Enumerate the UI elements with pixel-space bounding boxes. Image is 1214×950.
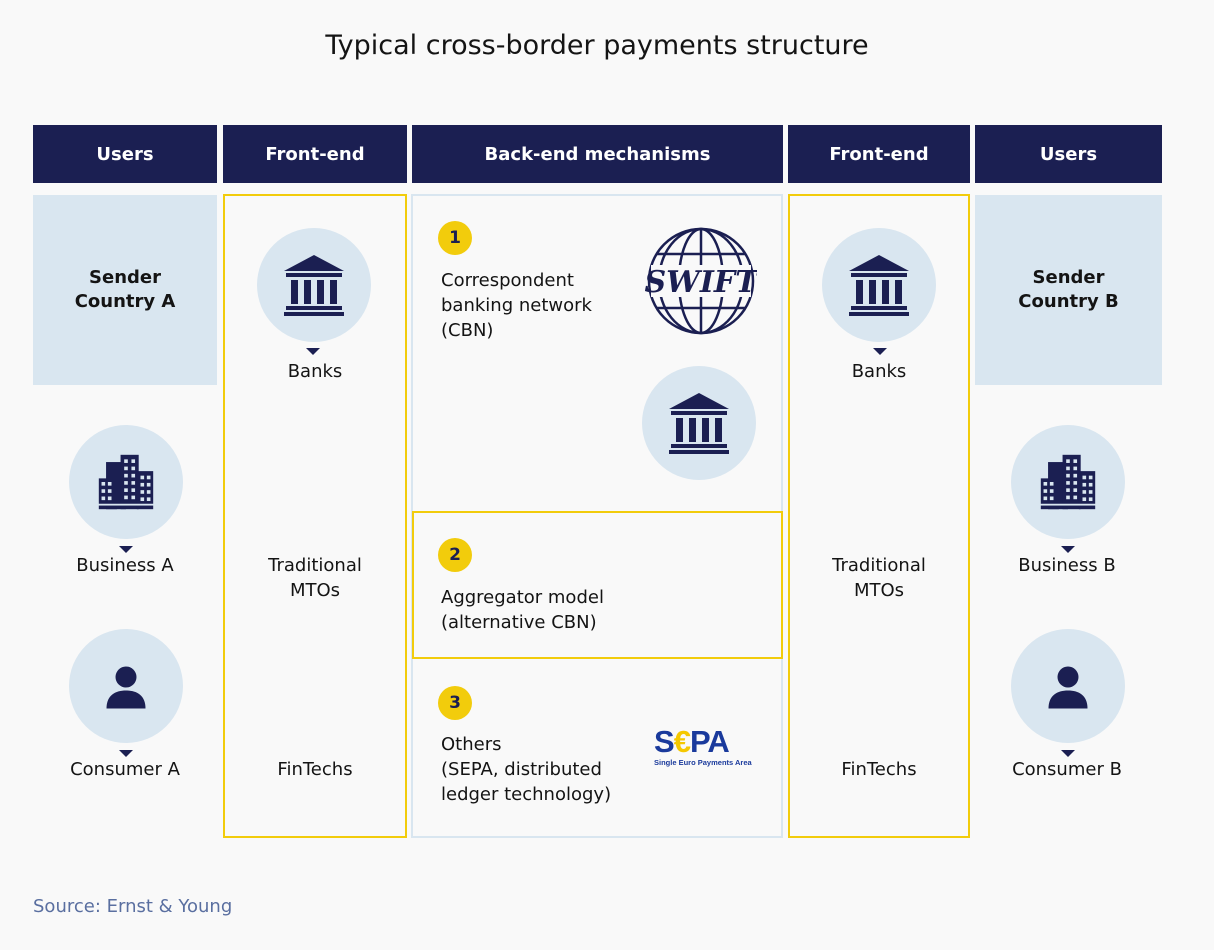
sepa-wordmark: S€PA — [654, 726, 754, 758]
cbn-line3: (CBN) — [441, 320, 494, 341]
aggregator-description: Aggregator model (alternative CBN) — [441, 585, 604, 635]
business-a-label: Business A — [76, 555, 174, 576]
frontend-right-box — [788, 194, 970, 838]
correspondent-bank-circle — [642, 366, 756, 480]
business-a-circle — [69, 425, 183, 539]
mto-left-line1: Traditional — [268, 555, 362, 576]
others-line2: (SEPA, distributed — [441, 759, 602, 780]
sepa-s: S — [654, 724, 675, 759]
step-1-badge: 1 — [438, 221, 472, 255]
sepa-logo: S€PA Single Euro Payments Area — [654, 726, 754, 768]
banks-right-circle — [822, 228, 936, 342]
cbn-description: Correspondent banking network (CBN) — [441, 268, 592, 343]
banks-right-label: Banks — [851, 361, 907, 382]
sepa-pa: PA — [689, 724, 730, 759]
header-frontend-left: Front-end — [223, 125, 407, 183]
header-frontend-right: Front-end — [788, 125, 970, 183]
bank-icon — [667, 391, 731, 455]
consumer-b-label: Consumer B — [1012, 759, 1122, 780]
header-backend: Back-end mechanisms — [412, 125, 783, 183]
swift-text: SWIFT — [645, 265, 757, 300]
banks-left-label: Banks — [287, 361, 343, 382]
person-icon — [102, 662, 150, 710]
fintechs-left-label: FinTechs — [277, 759, 353, 780]
frontend-left-box — [223, 194, 407, 838]
person-icon — [1044, 662, 1092, 710]
consumer-b-circle — [1011, 629, 1125, 743]
pointer-banks-left — [306, 348, 320, 355]
aggregator-box — [412, 511, 783, 659]
swift-logo: SWIFT — [645, 227, 757, 335]
sender-b-line1: Sender — [1032, 267, 1105, 288]
source-note: Source: Ernst & Young — [33, 896, 233, 917]
banks-left-circle — [257, 228, 371, 342]
page-title: Typical cross-border payments structure — [325, 30, 869, 61]
mto-right-line1: Traditional — [832, 555, 926, 576]
others-line3: ledger technology) — [441, 784, 612, 805]
pointer-business-a — [119, 546, 133, 553]
aggregator-line2: (alternative CBN) — [441, 612, 597, 633]
pointer-consumer-b — [1061, 750, 1075, 757]
header-users-right: Users — [975, 125, 1162, 183]
bank-icon — [282, 253, 346, 317]
sender-b-line2: Country B — [1018, 291, 1119, 312]
business-b-label: Business B — [1018, 555, 1116, 576]
sender-a-line2: Country A — [74, 291, 176, 312]
pointer-business-b — [1061, 546, 1075, 553]
pointer-banks-right — [873, 348, 887, 355]
step-3-badge: 3 — [438, 686, 472, 720]
fintechs-right-label: FinTechs — [841, 759, 917, 780]
consumer-a-label: Consumer A — [70, 759, 180, 780]
cbn-line1: Correspondent — [441, 270, 574, 291]
sepa-subtitle: Single Euro Payments Area — [654, 758, 752, 767]
others-description: Others (SEPA, distributed ledger technol… — [441, 732, 611, 807]
mto-right-line2: MTOs — [853, 580, 905, 601]
pointer-consumer-a — [119, 750, 133, 757]
business-b-circle — [1011, 425, 1125, 539]
buildings-icon — [94, 453, 158, 511]
aggregator-line1: Aggregator model — [441, 587, 604, 608]
consumer-a-circle — [69, 629, 183, 743]
buildings-icon — [1036, 453, 1100, 511]
sender-a-line1: Sender — [89, 267, 161, 288]
mto-left-line2: MTOs — [289, 580, 341, 601]
others-line1: Others — [441, 734, 502, 755]
sepa-euro: € — [673, 724, 691, 759]
bank-icon — [847, 253, 911, 317]
header-users-left: Users — [33, 125, 217, 183]
cbn-line2: banking network — [441, 295, 592, 316]
step-2-badge: 2 — [438, 538, 472, 572]
